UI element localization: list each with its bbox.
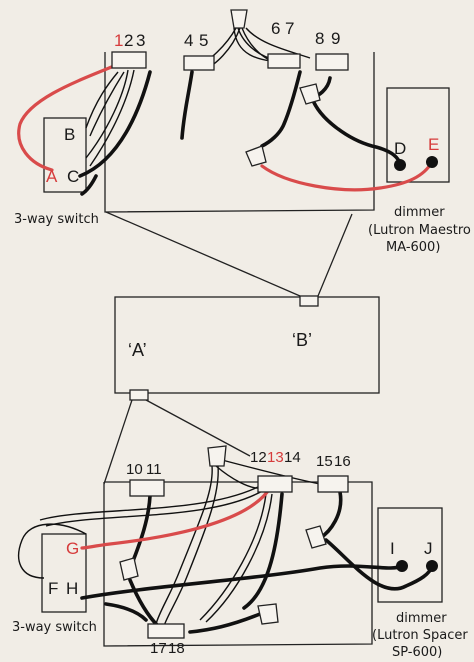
bottom-wire-nut-1718 xyxy=(147,623,185,639)
top-dimmer-label-line-1: dimmer xyxy=(394,205,445,220)
top-dimmer-screw-d xyxy=(394,159,406,171)
bottom-white-wire-outer xyxy=(18,485,265,579)
bottom-3way-switch xyxy=(41,533,87,613)
bottom-black-wire-14 xyxy=(242,492,284,610)
top-switch-terminal-b: B xyxy=(64,125,75,144)
middle-room-box xyxy=(114,296,380,394)
bottom-wire-nut-121314 xyxy=(257,475,293,493)
top-section: 1 2 3 4 5 6 7 8 9 A B C D E 3-way switch… xyxy=(14,9,471,297)
top-wire-nut-center xyxy=(230,9,248,29)
top-wire-nut-89 xyxy=(315,53,349,71)
top-wire-nut-right xyxy=(299,83,321,105)
top-3way-switch xyxy=(43,117,87,193)
bottom-dimmer-label-line-3: SP-600) xyxy=(392,645,442,660)
bottom-dimmer-label-line-1: dimmer xyxy=(396,611,447,626)
bottom-wire-nut-low xyxy=(257,603,279,625)
bottom-dimmer-label-line-2: (Lutron Spacer xyxy=(372,628,468,643)
bottom-dimmer-screw-i xyxy=(396,560,408,572)
top-red-wire-e xyxy=(260,160,434,192)
top-wire-nut-45 xyxy=(183,55,215,71)
bottom-white-wire-center xyxy=(155,459,321,627)
top-terminal-9: 9 xyxy=(331,29,340,48)
top-black-wire-to-d2 xyxy=(260,70,302,148)
top-switch-terminal-a: A xyxy=(46,167,58,186)
middle-section: ‘A’ ‘B’ xyxy=(103,295,380,485)
top-dimmer-label-line-3: MA-600) xyxy=(386,240,440,255)
top-switch-label: 3-way switch xyxy=(14,212,99,227)
top-wire-nut-123 xyxy=(111,51,147,69)
top-terminal-3: 3 xyxy=(136,31,145,50)
bottom-terminal-18: 18 xyxy=(168,640,185,657)
bottom-terminal-14: 14 xyxy=(284,449,301,466)
bottom-wire-nut-right xyxy=(305,525,327,549)
bottom-white-wire-right xyxy=(199,493,273,623)
top-dimmer-screw-e xyxy=(426,156,438,168)
top-wire-nut-67 xyxy=(267,53,301,69)
top-leader-lines xyxy=(105,211,353,297)
middle-label-a: ‘A’ xyxy=(128,340,147,360)
bottom-wire-nut-center xyxy=(207,445,227,467)
bottom-black-wire-j xyxy=(324,538,434,591)
top-switch-terminal-c: C xyxy=(67,167,79,186)
top-black-wire-c xyxy=(78,70,152,196)
top-dimmer-label-line-2: (Lutron Maestro xyxy=(368,223,471,238)
top-terminal-5: 5 xyxy=(199,31,208,50)
bottom-section: 10 11 12 13 14 15 16 17 18 F G H I J 3-w… xyxy=(12,445,468,660)
bottom-leader-lines xyxy=(103,399,251,485)
middle-box-b-marker xyxy=(299,295,319,307)
middle-label-b: ‘B’ xyxy=(292,330,312,350)
bottom-switch-label: 3-way switch xyxy=(12,620,97,635)
bottom-terminal-16: 16 xyxy=(334,453,351,470)
top-terminal-4: 4 xyxy=(184,31,193,50)
bottom-terminal-11: 11 xyxy=(146,461,162,478)
top-red-wire-a xyxy=(17,64,116,172)
top-junction-box xyxy=(104,52,375,213)
middle-box-a-marker xyxy=(129,389,149,401)
bottom-terminal-15: 15 xyxy=(316,453,333,470)
top-terminal-1: 1 xyxy=(114,31,123,50)
top-terminal-2: 2 xyxy=(124,31,133,50)
top-terminal-8: 8 xyxy=(315,29,324,48)
bottom-wire-nut-left xyxy=(119,557,139,581)
top-wire-nut-bottom xyxy=(245,145,267,167)
bottom-switch-terminal-g: G xyxy=(66,539,79,558)
top-black-wire-dimmer-d xyxy=(310,96,402,166)
bottom-wire-nut-1011 xyxy=(129,479,165,497)
bottom-wire-nut-1516 xyxy=(317,475,349,493)
bottom-terminal-17: 17 xyxy=(150,640,167,657)
bottom-terminal-10: 10 xyxy=(126,461,143,478)
bottom-terminal-13: 13 xyxy=(267,449,284,466)
bottom-dimmer xyxy=(377,507,443,603)
bottom-switch-terminal-h: H xyxy=(66,579,78,598)
bottom-black-wire-16 xyxy=(318,490,343,540)
bottom-red-wire-g xyxy=(80,486,272,550)
bottom-switch-terminal-f: F xyxy=(48,579,58,598)
top-dimmer-terminal-d: D xyxy=(394,139,406,158)
top-dimmer-terminal-e: E xyxy=(428,135,439,154)
bottom-dimmer-terminal-i: I xyxy=(390,539,395,558)
top-white-wire xyxy=(85,69,135,167)
bottom-black-wire-h xyxy=(80,564,404,600)
top-terminal-6: 6 xyxy=(271,19,280,38)
top-dimmer xyxy=(386,87,450,183)
top-black-wire-4 xyxy=(180,70,194,140)
bottom-terminal-12: 12 xyxy=(250,449,267,466)
top-terminal-7: 7 xyxy=(285,19,294,38)
top-white-wire-center xyxy=(199,27,311,69)
bottom-dimmer-screw-j xyxy=(426,560,438,572)
bottom-dimmer-terminal-j: J xyxy=(424,539,433,558)
bottom-black-wire-bottom-right xyxy=(188,612,262,634)
